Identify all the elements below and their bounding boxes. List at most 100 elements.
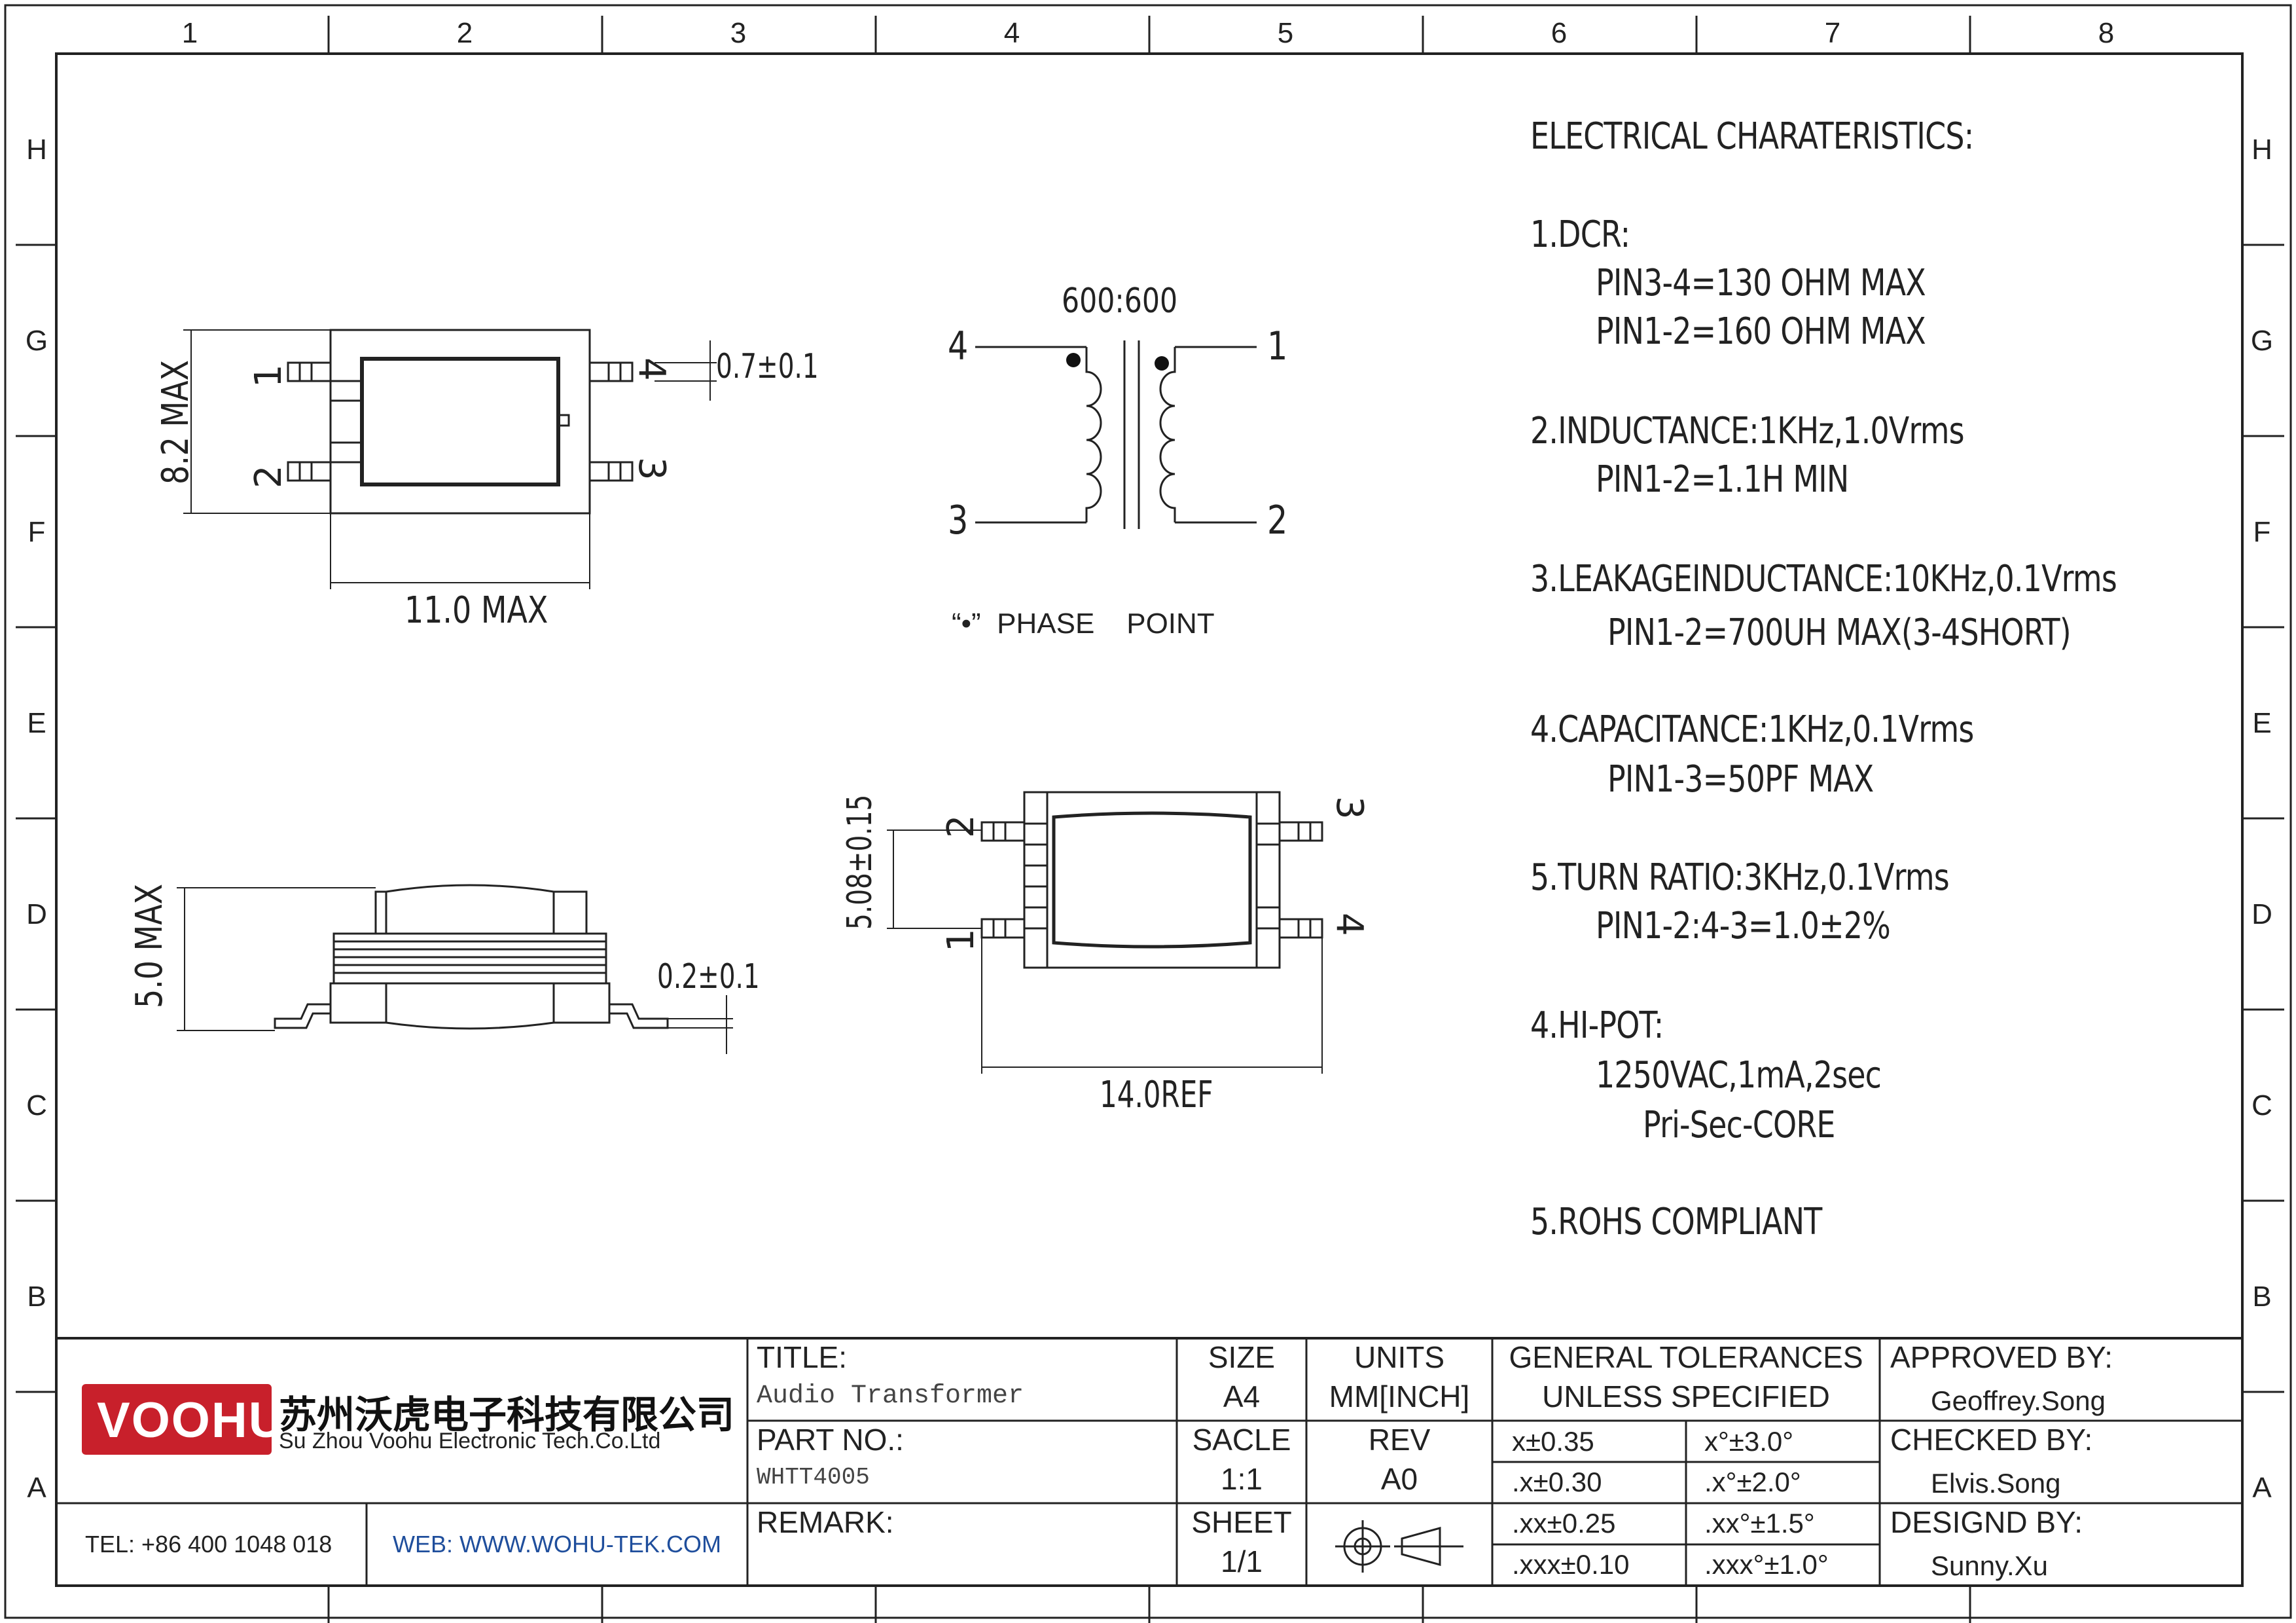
side-view — [177, 884, 733, 1054]
top-view-pin-1: 1 — [247, 364, 290, 388]
row-label-d: D — [26, 898, 47, 930]
title-value: Audio Transformer — [757, 1381, 1024, 1411]
schematic-ratio: 600:600 — [1062, 282, 1178, 321]
row-label-g-right: G — [2250, 325, 2274, 357]
spec-capacitance-label: 4.CAPACITANCE:1KHz,0.1Vrms — [1530, 708, 1974, 751]
col-label-2: 2 — [456, 17, 473, 49]
row-label-b-right: B — [2252, 1281, 2272, 1313]
logo-text: VOOHU — [97, 1393, 286, 1448]
tolerance-angular-1: .x°±2.0° — [1704, 1467, 1801, 1497]
row-label-e-right: E — [2252, 707, 2272, 739]
row-label-f: F — [27, 516, 46, 548]
column-ticks — [327, 16, 1971, 1623]
projection-symbol-icon — [1335, 1520, 1463, 1573]
tolerance-linear-3: .xxx±0.10 — [1512, 1549, 1630, 1580]
tolerance-linear-1: .x±0.30 — [1512, 1467, 1602, 1497]
spec-leakage-label: 3.LEAKAGEINDUCTANCE:10KHz,0.1Vrms — [1530, 558, 2117, 600]
scale-label: SACLE — [1192, 1423, 1291, 1457]
spec-heading: ELECTRICAL CHARATERISTICS: — [1530, 115, 1974, 158]
bottom-view-length-dim: 14.0REF — [1100, 1074, 1213, 1116]
row-label-d-right: D — [2251, 898, 2272, 930]
approved-by-value: Geoffrey.Song — [1931, 1385, 2106, 1416]
row-label-c-right: C — [2251, 1089, 2272, 1122]
rev-value: A0 — [1380, 1462, 1418, 1496]
top-view-width-dim: 11.0 MAX — [404, 589, 548, 632]
schematic-pin-2: 2 — [1267, 498, 1288, 543]
spec-turn-label: 5.TURN RATIO:3KHz,0.1Vrms — [1530, 856, 1950, 899]
side-view-height-dim: 5.0 MAX — [128, 883, 171, 1008]
schematic-pin-4: 4 — [948, 323, 969, 369]
web-link[interactable]: WEB: WWW.WOHU-TEK.COM — [393, 1531, 721, 1558]
schematic-pin-1: 1 — [1267, 323, 1288, 369]
row-label-b: B — [27, 1281, 46, 1313]
title-block-grid — [56, 1337, 2242, 1586]
bottom-view-pin-2: 2 — [940, 814, 982, 838]
row-label-e: E — [27, 707, 46, 739]
schematic — [975, 340, 1257, 529]
row-label-c: C — [26, 1089, 47, 1122]
size-value: A4 — [1223, 1379, 1261, 1413]
spec-dcr-line2: PIN1-2=160 OHM MAX — [1596, 310, 1926, 353]
company-name-cn: 苏州沃虎电子科技有限公司 — [279, 1393, 735, 1437]
tel-number: TEL: +86 400 1048 018 — [85, 1531, 332, 1558]
spec-dcr-line1: PIN3-4=130 OHM MAX — [1596, 262, 1926, 304]
row-label-g: G — [25, 325, 48, 357]
sheet-label: SHEET — [1191, 1505, 1292, 1539]
top-view-pin-3: 3 — [630, 457, 673, 481]
row-label-a-right: A — [2252, 1472, 2272, 1504]
designed-by-label: DESIGND BY: — [1890, 1505, 2083, 1539]
col-label-8: 8 — [2098, 17, 2115, 49]
bottom-view-pin-3: 3 — [1328, 796, 1371, 820]
part-no-label: PART NO.: — [757, 1423, 904, 1457]
outer-frame — [4, 4, 2292, 1619]
bottom-view-pin-1: 1 — [940, 928, 982, 952]
title-label: TITLE: — [757, 1340, 848, 1374]
row-label-f-right: F — [2253, 516, 2271, 548]
spec-hipot-line2: Pri-Sec-CORE — [1643, 1104, 1835, 1146]
col-label-7: 7 — [1824, 17, 1841, 49]
scale-value: 1:1 — [1221, 1462, 1263, 1496]
top-view-pin-4: 4 — [630, 357, 673, 381]
checked-by-value: Elvis.Song — [1931, 1468, 2061, 1499]
sheet-value: 1/1 — [1221, 1544, 1263, 1578]
col-label-5: 5 — [1277, 17, 1294, 49]
approved-by-label: APPROVED BY: — [1890, 1340, 2113, 1374]
units-value: MM[INCH] — [1329, 1379, 1470, 1413]
remark-label: REMARK: — [757, 1505, 894, 1539]
spec-inductance-line: PIN1-2=1.1H MIN — [1596, 458, 1849, 501]
spec-hipot-label: 4.HI-POT: — [1530, 1004, 1664, 1047]
col-label-6: 6 — [1551, 17, 1568, 49]
tolerance-linear-0: x±0.35 — [1512, 1426, 1594, 1457]
col-label-1: 1 — [181, 17, 198, 49]
tolerance-angular-2: .xx°±1.5° — [1704, 1508, 1815, 1539]
tolerance-angular-0: x°±3.0° — [1704, 1426, 1794, 1457]
row-label-a: A — [27, 1472, 46, 1504]
col-label-4: 4 — [1003, 17, 1020, 49]
top-view-pin-dim: 0.7±0.1 — [716, 347, 819, 386]
spec-dcr-label: 1.DCR: — [1530, 213, 1630, 256]
col-label-3: 3 — [730, 17, 747, 49]
checked-by-label: CHECKED BY: — [1890, 1423, 2093, 1457]
spec-inductance-label: 2.INDUCTANCE:1KHz,1.0Vrms — [1530, 410, 1965, 452]
company-name-en: Su Zhou Voohu Electronic Tech.Co.Ltd — [279, 1429, 661, 1453]
top-view-height-dim: 8.2 MAX — [154, 359, 197, 484]
spec-turn-line: PIN1-2:4-3=1.0±2% — [1596, 905, 1891, 947]
spec-leakage-line: PIN1-2=700UH MAX(3-4SHORT) — [1607, 611, 2072, 654]
spec-capacitance-line: PIN1-3=50PF MAX — [1607, 758, 1874, 801]
phase-point-note: “•” PHASE POINT — [952, 608, 1215, 640]
row-label-h: H — [26, 134, 47, 166]
row-label-h-right: H — [2251, 134, 2272, 166]
phase-dot-secondary — [1155, 356, 1169, 371]
units-label: UNITS — [1354, 1340, 1444, 1374]
bottom-view-pin-4: 4 — [1328, 913, 1371, 936]
bottom-view-pitch-dim: 5.08±0.15 — [840, 794, 880, 930]
rev-label: REV — [1368, 1423, 1431, 1457]
tolerance-linear-2: .xx±0.25 — [1512, 1508, 1616, 1539]
part-no-value: WHTT4005 — [757, 1464, 870, 1491]
schematic-pin-3: 3 — [948, 498, 969, 543]
row-ticks — [16, 244, 2284, 1393]
company-logo-icon — [82, 1384, 272, 1455]
bottom-view — [887, 791, 1323, 1074]
spec-hipot-line1: 1250VAC,1mA,2sec — [1596, 1054, 1882, 1097]
